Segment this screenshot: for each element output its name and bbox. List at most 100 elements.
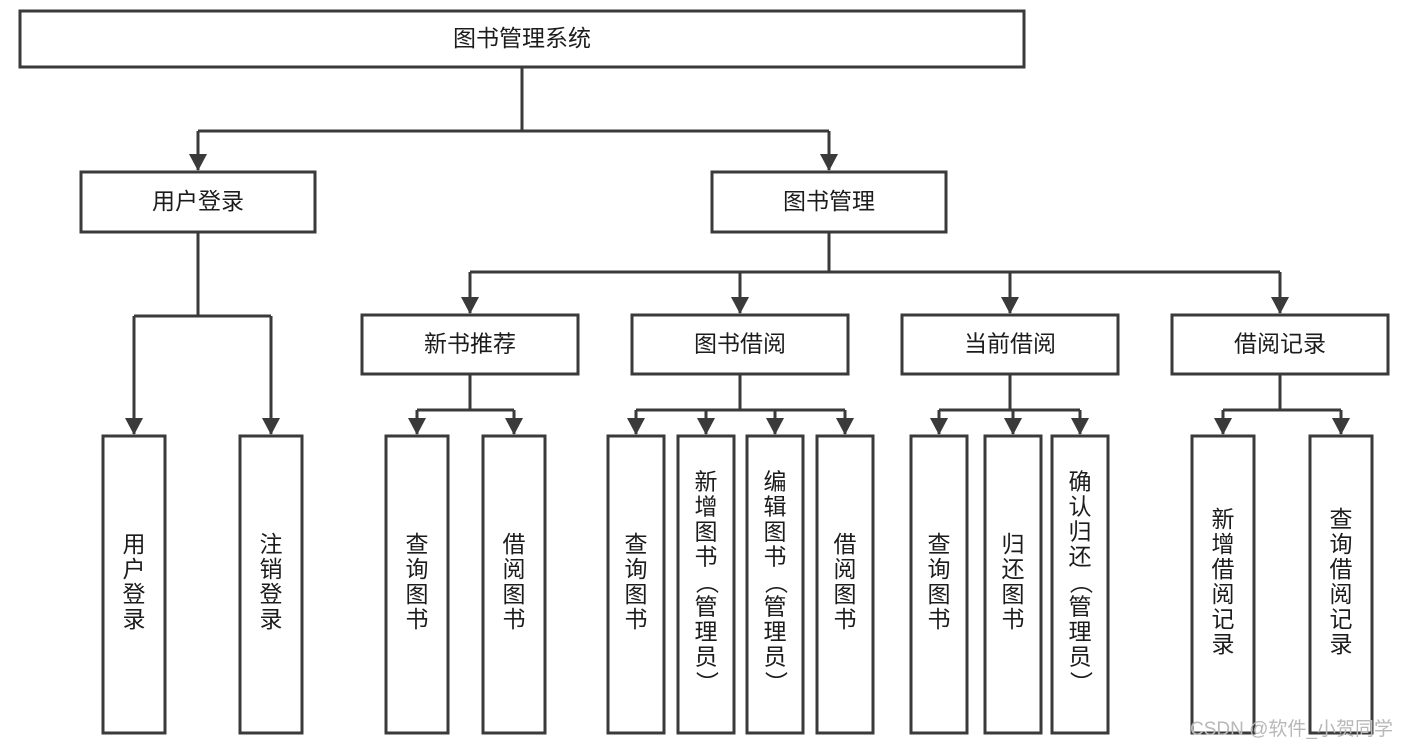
node-label-char: 书 [695, 544, 718, 570]
node-box-leaf-borrow-book [815, 434, 875, 735]
node-box-leaf-return-book [983, 434, 1043, 735]
arrow-head-icon [262, 418, 280, 435]
node-box-user-login [79, 170, 317, 234]
node-label-borrow-record: 借阅记录 [1234, 331, 1326, 357]
node-label-char: 归 [1069, 519, 1092, 545]
connector-lines-group [125, 67, 1350, 435]
node-label-char: 询 [1330, 531, 1353, 557]
node-box-leaf-user-login [101, 434, 167, 735]
arrow-head-icon [1332, 418, 1350, 435]
node-label-char: 编 [764, 469, 787, 495]
node-label-char: 还 [1069, 544, 1092, 570]
node-label-char: 图 [834, 581, 857, 607]
node-label-root: 图书管理系统 [453, 25, 591, 51]
node-label-char: 增 [1212, 531, 1235, 557]
node-label-char: 管 [1069, 594, 1092, 620]
node-label-char: 借 [1212, 556, 1235, 582]
arrow-head-icon [766, 418, 784, 435]
node-label-char: 查 [1330, 506, 1353, 532]
node-box-leaf-query-borrow-record [1308, 434, 1374, 735]
node-box-current-borrow [900, 313, 1120, 376]
node-label-char: 询 [928, 556, 951, 582]
node-box-leaf-confirm-return [1050, 434, 1110, 735]
node-label-char: 归 [1002, 531, 1025, 557]
node-label-char: 阅 [1212, 581, 1235, 607]
arrow-head-icon [1001, 297, 1019, 314]
node-label-char: 书 [503, 606, 526, 632]
node-current-borrow[interactable]: 当前借阅 [900, 313, 1120, 376]
node-box-leaf-borrow-book-recommend [481, 434, 547, 735]
node-label-char: 员 [1069, 644, 1092, 670]
node-label-char: 书 [764, 544, 787, 570]
arrow-head-icon [820, 154, 838, 171]
node-leaf-query-book-recommend[interactable]: 查询图书查询图书 [384, 434, 450, 735]
node-label-char: （ [763, 571, 789, 594]
node-label-char: 理 [695, 619, 718, 645]
node-boxes-group: 图书管理系统用户登录图书管理新书推荐图书借阅当前借阅借阅记录用户登录用户登录注销… [18, 9, 1390, 735]
node-label-char: 图 [695, 519, 718, 545]
node-label-char: 查 [625, 531, 648, 557]
arrow-head-icon [731, 297, 749, 314]
node-label-char: 管 [695, 594, 718, 620]
node-leaf-add-borrow-record[interactable]: 新增借阅记录新增借阅记录 [1190, 434, 1256, 735]
node-label-char: 员 [764, 644, 787, 670]
node-label-char: 图 [764, 519, 787, 545]
node-box-book-management [710, 170, 948, 234]
node-label-char: 阅 [503, 556, 526, 582]
arrow-head-icon [930, 418, 948, 435]
node-label-char: 辑 [764, 494, 787, 520]
node-leaf-return-book[interactable]: 归还图书归还图书 [983, 434, 1043, 735]
node-leaf-logout-login[interactable]: 注销登录注销登录 [238, 434, 304, 735]
node-box-leaf-query-book-recommend [384, 434, 450, 735]
arrow-head-icon [836, 418, 854, 435]
node-label-char: 员 [695, 644, 718, 670]
node-book-management[interactable]: 图书管理 [710, 170, 948, 234]
node-user-login[interactable]: 用户登录 [79, 170, 317, 234]
node-box-borrow-record [1170, 313, 1390, 376]
node-label-char: 查 [928, 531, 951, 557]
node-box-book-borrow [630, 313, 850, 376]
node-label-char: 新 [1212, 506, 1235, 532]
node-label-char: 用 [123, 531, 146, 557]
node-new-book-recommend[interactable]: 新书推荐 [360, 313, 580, 376]
node-label-char: 录 [1330, 631, 1353, 657]
node-label-char: 图 [406, 581, 429, 607]
node-leaf-query-book-borrow[interactable]: 查询图书查询图书 [606, 434, 666, 735]
node-label-char: 询 [406, 556, 429, 582]
node-book-borrow[interactable]: 图书借阅 [630, 313, 850, 376]
node-label-char: 认 [1069, 494, 1092, 520]
node-box-leaf-edit-book [745, 434, 805, 735]
node-leaf-user-login[interactable]: 用户登录用户登录 [101, 434, 167, 735]
node-label-char: 借 [503, 531, 526, 557]
node-label-char: ） [763, 671, 789, 694]
node-leaf-query-borrow-record[interactable]: 查询借阅记录查询借阅记录 [1308, 434, 1374, 735]
node-box-leaf-add-borrow-record [1190, 434, 1256, 735]
node-label-current-borrow: 当前借阅 [964, 331, 1056, 357]
node-leaf-borrow-book-recommend[interactable]: 借阅图书借阅图书 [481, 434, 547, 735]
node-label-book-borrow: 图书借阅 [694, 331, 786, 357]
node-box-leaf-query-book-borrow [606, 434, 666, 735]
node-root[interactable]: 图书管理系统 [18, 9, 1026, 69]
node-label-char: 查 [406, 531, 429, 557]
node-borrow-record[interactable]: 借阅记录 [1170, 313, 1390, 376]
watermark-label: CSDN @软件_小贺同学 [1190, 719, 1393, 740]
node-label-char: 注 [260, 531, 283, 557]
node-label-char: （ [694, 571, 720, 594]
node-label-char: 书 [406, 606, 429, 632]
node-leaf-borrow-book[interactable]: 借阅图书借阅图书 [815, 434, 875, 735]
node-label-char: 销 [260, 556, 283, 582]
node-label-char: 询 [625, 556, 648, 582]
arrow-head-icon [1271, 297, 1289, 314]
arrow-head-icon [1004, 418, 1022, 435]
node-box-root [18, 9, 1026, 69]
node-label-char: 还 [1002, 556, 1025, 582]
node-box-leaf-logout-login [238, 434, 304, 735]
node-label-user-login: 用户登录 [152, 188, 244, 214]
node-leaf-query-book-current[interactable]: 查询图书查询图书 [909, 434, 969, 735]
node-box-leaf-add-book [676, 434, 736, 735]
